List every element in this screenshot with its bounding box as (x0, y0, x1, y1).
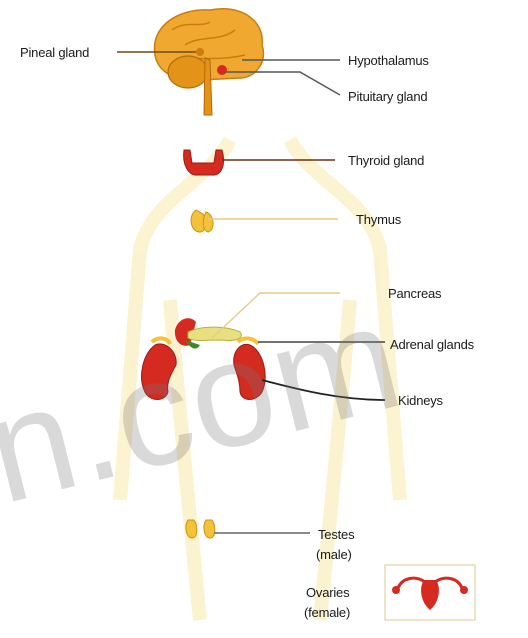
label-thyroid-gland: Thyroid gland (348, 152, 424, 169)
label-testes-male: (male) (316, 546, 352, 563)
ovaries-shape (385, 565, 475, 620)
label-adrenal-glands: Adrenal glands (390, 336, 474, 353)
thyroid-shape (184, 150, 224, 175)
testes-shape (186, 520, 215, 538)
thymus-shape (191, 210, 213, 232)
label-testes: Testes (318, 526, 354, 543)
label-pituitary-gland: Pituitary gland (348, 88, 427, 105)
label-thymus: Thymus (356, 211, 401, 228)
label-pancreas: Pancreas (388, 285, 441, 302)
label-pineal-gland: Pineal gland (20, 44, 89, 61)
label-hypothalamus: Hypothalamus (348, 52, 429, 69)
brain (154, 9, 263, 115)
pineal-dot (196, 48, 204, 56)
label-kidneys: Kidneys (398, 392, 443, 409)
label-ovaries-female: (female) (304, 604, 350, 621)
cerebellum (168, 56, 208, 88)
label-ovaries: Ovaries (306, 584, 349, 601)
pituitary-dot (217, 65, 227, 75)
